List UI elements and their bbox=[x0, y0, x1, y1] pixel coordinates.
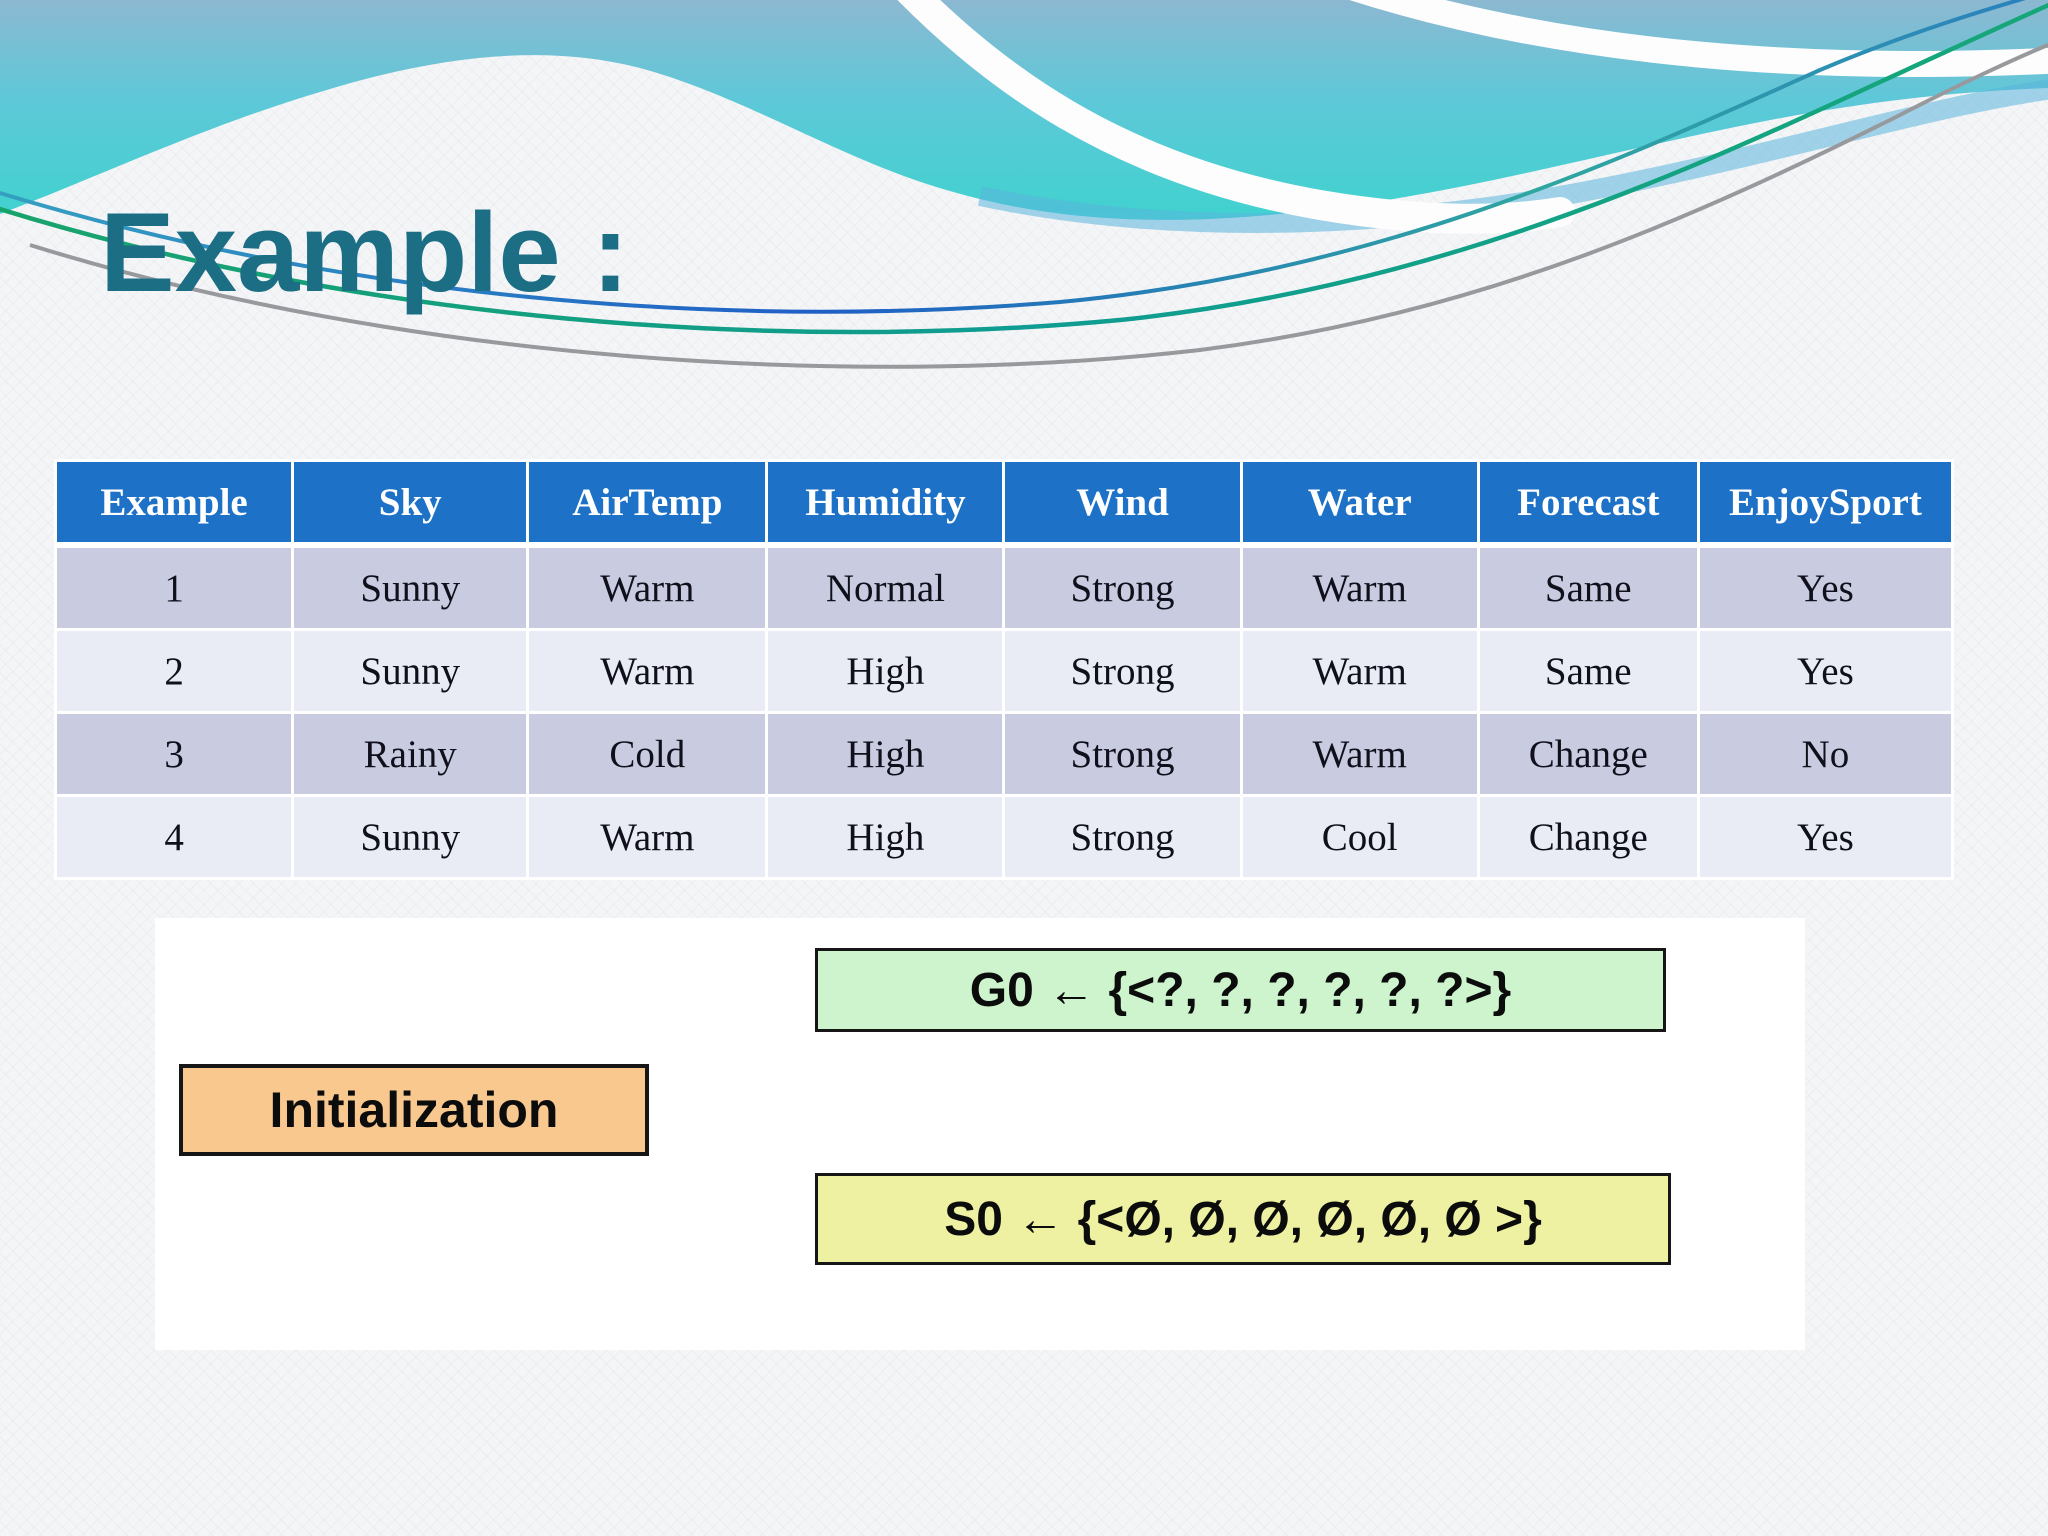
wave-white-corner-band bbox=[1349, 0, 2048, 77]
initialization-box: Initialization bbox=[179, 1064, 649, 1156]
wave-white-band bbox=[897, 0, 1575, 234]
header-cell-water: Water bbox=[1239, 459, 1480, 548]
table-header-row: Example Sky AirTemp Humidity Wind Water … bbox=[53, 459, 1955, 548]
table-cell: High bbox=[765, 711, 1006, 797]
header-cell-airtemp: AirTemp bbox=[526, 459, 769, 548]
table-cell: Sunny bbox=[291, 543, 530, 631]
table-cell: Same bbox=[1476, 628, 1700, 714]
table-cell: Yes bbox=[1696, 543, 1955, 631]
table-cell: Same bbox=[1476, 543, 1700, 631]
g0-box: G0 ← {<?, ?, ?, ?, ?, ?>} bbox=[815, 948, 1666, 1032]
wave-thin-line-gray bbox=[29, 42, 2048, 369]
table-cell: Yes bbox=[1696, 628, 1955, 714]
table-cell: 4 bbox=[53, 794, 295, 880]
table-cell: Sunny bbox=[291, 794, 530, 880]
table-row: 4 Sunny Warm High Strong Cool Change Yes bbox=[53, 794, 1955, 880]
table-cell: Change bbox=[1476, 711, 1700, 797]
table-cell: Yes bbox=[1696, 794, 1955, 880]
table-cell: High bbox=[765, 794, 1006, 880]
table-cell: Strong bbox=[1002, 794, 1243, 880]
table-cell: Strong bbox=[1002, 711, 1243, 797]
table-cell: Warm bbox=[1239, 628, 1480, 714]
slide-title: Example : bbox=[100, 190, 630, 315]
table-cell: Cold bbox=[526, 711, 769, 797]
initialization-diagram: G0 ← {<?, ?, ?, ?, ?, ?>} Initialization… bbox=[155, 918, 1805, 1350]
table-row: 3 Rainy Cold High Strong Warm Change No bbox=[53, 711, 1955, 797]
table-cell: Strong bbox=[1002, 543, 1243, 631]
table-cell: Rainy bbox=[291, 711, 530, 797]
wave-thin-line-blue bbox=[0, 0, 2026, 314]
table-row: 2 Sunny Warm High Strong Warm Same Yes bbox=[53, 628, 1955, 714]
table-cell: Warm bbox=[1239, 711, 1480, 797]
wave-blue-edge-band bbox=[977, 79, 2048, 233]
table-cell: 2 bbox=[53, 628, 295, 714]
table-cell: No bbox=[1696, 711, 1955, 797]
table-cell: Warm bbox=[526, 543, 769, 631]
table-cell: Warm bbox=[1239, 543, 1480, 631]
table-cell: Warm bbox=[526, 628, 769, 714]
table-cell: 1 bbox=[53, 543, 295, 631]
header-cell-wind: Wind bbox=[1002, 459, 1243, 548]
examples-table: Example Sky AirTemp Humidity Wind Water … bbox=[53, 459, 1955, 880]
header-wave-decoration bbox=[0, 0, 2048, 369]
header-cell-example: Example bbox=[53, 459, 295, 548]
table-cell: Warm bbox=[526, 794, 769, 880]
wave-teal-shape bbox=[0, 0, 2048, 220]
table-cell: Sunny bbox=[291, 628, 530, 714]
table-cell: Normal bbox=[765, 543, 1006, 631]
table-cell: Cool bbox=[1239, 794, 1480, 880]
header-cell-forecast: Forecast bbox=[1476, 459, 1700, 548]
table-cell: Change bbox=[1476, 794, 1700, 880]
header-cell-enjoysport: EnjoySport bbox=[1696, 459, 1955, 548]
s0-box: S0 ← {<Ø, Ø, Ø, Ø, Ø, Ø >} bbox=[815, 1173, 1671, 1265]
header-cell-sky: Sky bbox=[291, 459, 530, 548]
header-cell-humidity: Humidity bbox=[765, 459, 1006, 548]
table-cell: Strong bbox=[1002, 628, 1243, 714]
table-row: 1 Sunny Warm Normal Strong Warm Same Yes bbox=[53, 543, 1955, 631]
table-cell: High bbox=[765, 628, 1006, 714]
table-cell: 3 bbox=[53, 711, 295, 797]
wave-thin-line-green bbox=[0, 2, 2048, 335]
